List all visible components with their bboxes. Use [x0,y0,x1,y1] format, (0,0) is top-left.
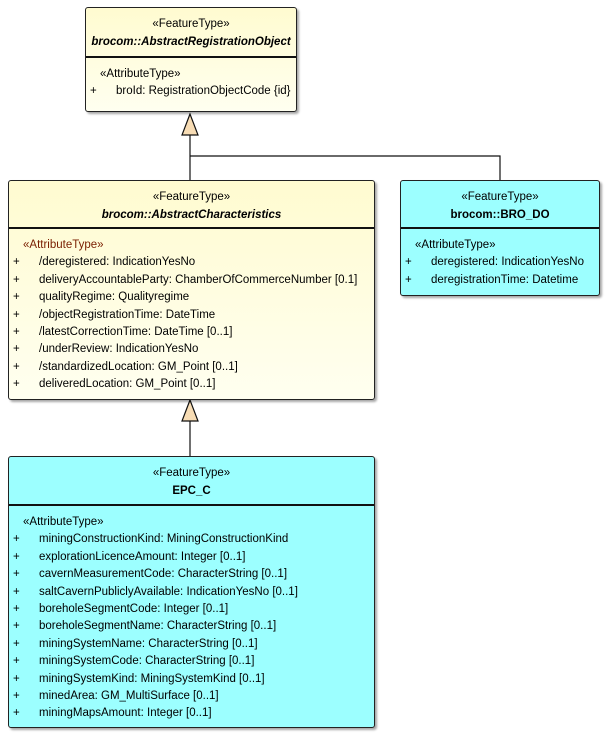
attribute-text: deliveryAccountableParty: ChamberOfComme… [39,273,358,286]
attribute-row: + miningMapsAmount: Integer [0..1] [13,705,374,722]
attribute-row: + /standardizedLocation: GM_Point [0..1] [13,359,374,376]
attributes-compartment: «AttributeType» + /deregistered: Indicati… [9,229,374,394]
class-epc-c[interactable]: «FeatureType» EPC_C «AttributeType» + min… [8,456,375,728]
generalization-arrowhead [181,112,199,136]
visibility-marker: + [13,637,20,650]
class-stereotype: «FeatureType» [152,18,230,30]
attribute-text: deregistrationTime: Datetime [431,273,579,286]
attribute-text: cavernMeasurementCode: CharacterString [… [39,568,288,581]
attribute-text: qualityRegime: Qualityregime [39,291,190,304]
attribute-text: miningSystemKind: MiningSystemKind [0..1… [39,672,265,685]
class-stereotype: «FeatureType» [152,191,231,203]
attribute-row: + explorationLicenceAmount: Integer [0..1… [13,549,374,566]
visibility-marker: + [405,273,412,286]
attribute-text: /objectRegistrationTime: DateTime [39,308,216,321]
visibility-marker: + [13,585,20,598]
attribute-stereotype: «AttributeType» [415,239,496,251]
attribute-text: boreholeSegmentName: CharacterString [0.… [39,620,277,633]
visibility-marker: + [13,672,20,685]
class-stereotype: «FeatureType» [152,467,231,479]
class-name: EPC_C [172,485,211,497]
attributes-compartment: «AttributeType» + miningConstructionKind:… [9,506,374,723]
attribute-row: + /deregistered: IndicationYesNo [13,254,374,271]
attribute-stereotype: «AttributeType» [23,516,104,528]
attribute-row: + minedArea: GM_MultiSurface [0..1] [13,688,374,705]
attribute-row: + qualityRegime: Qualityregime [13,289,374,306]
attribute-text: miningSystemName: CharacterString [0..1] [39,637,258,650]
class-stereotype: «FeatureType» [461,191,539,203]
visibility-marker: + [13,256,20,269]
attribute-text: deliveredLocation: GM_Point [0..1] [39,378,216,391]
class-name: brocom::AbstractCharacteristics [101,209,282,221]
visibility-marker: + [13,550,20,563]
attribute-row: + boreholeSegmentCode: Integer [0..1] [13,601,374,618]
visibility-marker: + [13,326,20,339]
attribute-row: + saltCavernPubliclyAvailable: Indication… [13,584,374,601]
attribute-text: explorationLicenceAmount: Integer [0..1] [39,550,246,563]
visibility-marker: + [13,291,20,304]
attribute-row: + miningSystemName: CharacterString [0..1… [13,636,374,653]
attribute-text: miningMapsAmount: Integer [0..1] [39,707,212,720]
visibility-marker: + [13,360,20,373]
attribute-row: + miningConstructionKind: MiningConstruct… [13,531,374,548]
visibility-marker: + [13,620,20,633]
attribute-text: minedArea: GM_MultiSurface [0..1] [39,690,219,703]
visibility-marker: + [13,273,20,286]
attribute-text: miningSystemCode: CharacterString [0..1] [39,655,255,668]
class-name: brocom::AbstractRegistrationObject [91,36,291,48]
visibility-marker: + [13,707,20,720]
attribute-text: /deregistered: IndicationYesNo [39,256,196,269]
attribute-row: + deregistered: IndicationYesNo [405,254,599,271]
attribute-row: + miningSystemCode: CharacterString [0..1… [13,653,374,670]
visibility-marker: + [13,690,20,703]
attribute-text: boreholeSegmentCode: Integer [0..1] [39,603,229,616]
class-bro-do[interactable]: «FeatureType» brocom::BRO_DO «AttributeT… [400,180,600,296]
attributes-compartment: «AttributeType» +broId: RegistrationObje… [86,58,296,101]
attribute-row: + miningSystemKind: MiningSystemKind [0..… [13,671,374,688]
attributes-compartment: «AttributeType» + deregistered: Indicatio… [401,229,599,289]
visibility-marker: + [405,256,412,269]
attribute-stereotype: «AttributeType» [100,68,181,80]
attribute-text: deregistered: IndicationYesNo [431,256,585,269]
attribute-row: + deliveredLocation: GM_Point [0..1] [13,376,374,393]
visibility-marker: + [13,378,20,391]
visibility-marker: + [13,308,20,321]
attribute-row: + boreholeSegmentName: CharacterString [0… [13,618,374,635]
attribute-text: /standardizedLocation: GM_Point [0..1] [39,360,238,373]
attribute-text: /underReview: IndicationYesNo [39,343,199,356]
attribute-row: + deregistrationTime: Datetime [405,272,599,289]
attribute-text: miningConstructionKind: MiningConstructi… [39,533,289,546]
class-abstract-registration-object[interactable]: «FeatureType» brocom::AbstractRegistrati… [85,7,297,112]
generalization-registration[interactable] [181,112,501,180]
visibility-marker: + [13,533,20,546]
visibility-marker: + [13,655,20,668]
attribute-row: +broId: RegistrationObjectCode {id} [90,85,291,98]
attribute-row: + deliveryAccountableParty: ChamberOfComm… [13,272,374,289]
visibility-marker: + [13,603,20,616]
attribute-text: saltCavernPubliclyAvailable: IndicationY… [39,585,298,598]
class-abstract-characteristics[interactable]: «FeatureType» brocom::AbstractCharacteri… [8,180,375,400]
generalization-arrowhead [181,398,199,422]
attribute-stereotype: «AttributeType» [23,239,104,251]
generalization-characteristics[interactable] [181,398,199,456]
attribute-row: + /objectRegistrationTime: DateTime [13,307,374,324]
attribute-row: + cavernMeasurementCode: CharacterString … [13,566,374,583]
attribute-row: + /latestCorrectionTime: DateTime [0..1] [13,324,374,341]
attribute-row: + /underReview: IndicationYesNo [13,341,374,358]
attribute-text: /latestCorrectionTime: DateTime [0..1] [39,326,233,339]
class-name: brocom::BRO_DO [450,209,550,221]
visibility-marker: + [13,568,20,581]
visibility-marker: + [13,343,20,356]
